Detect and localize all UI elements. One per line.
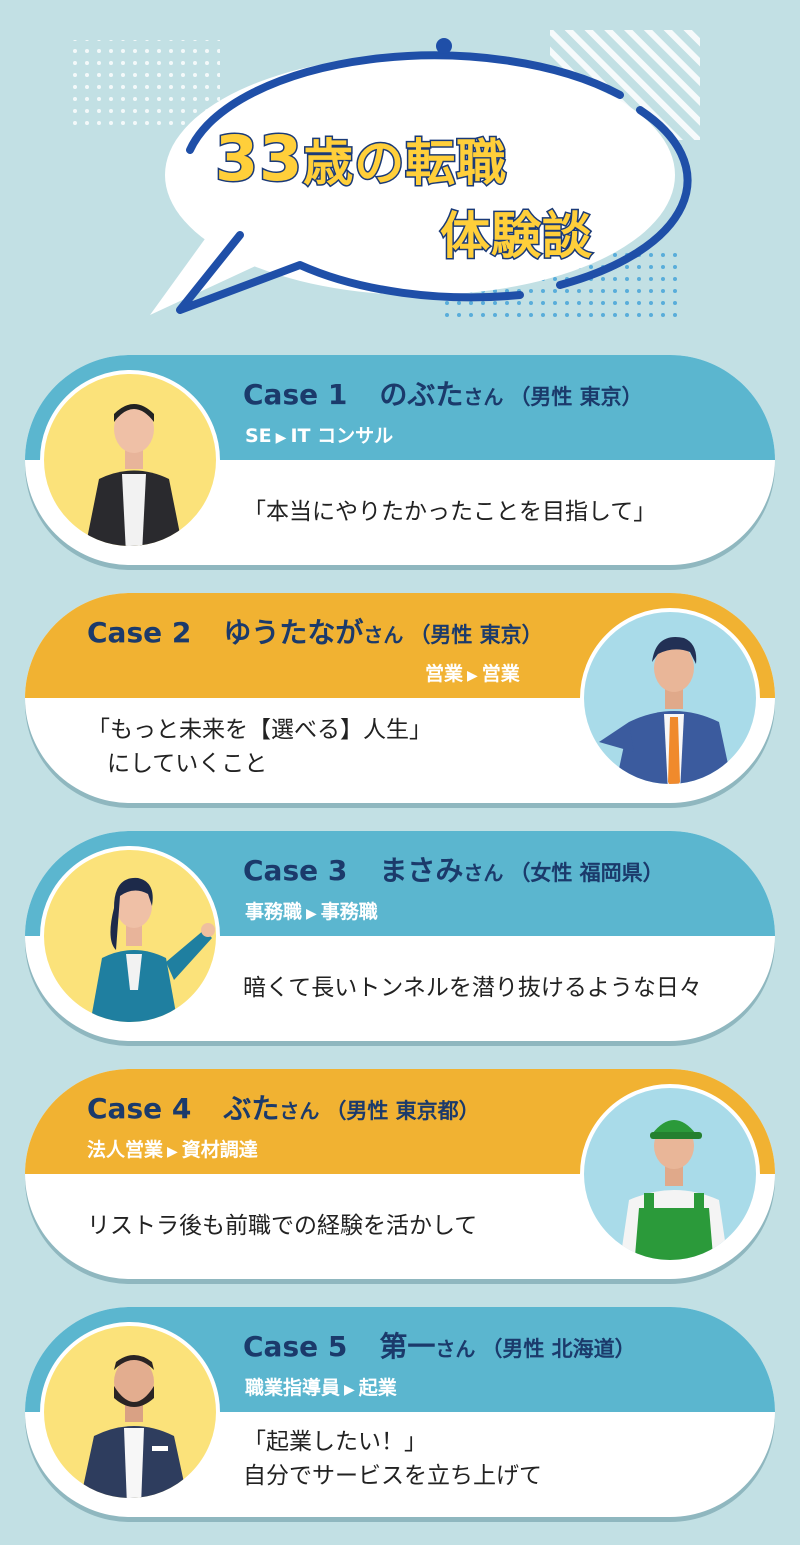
person-name: まさみ <box>379 854 464 887</box>
speech-bubble-graphic <box>70 30 700 320</box>
quote-line: にしていくこと <box>107 751 268 777</box>
case-number: Case 2 <box>87 616 192 649</box>
quote-line: リストラ後も前職での経験を活かして <box>87 1213 478 1239</box>
job-from: 職業指導員 <box>245 1377 341 1399</box>
header: 33歳の転職 体験談 <box>0 0 800 340</box>
case-card-4[interactable]: Case 4 ぶたさん（男性 東京都） 法人営業▶資材調達 リストラ後も前職での経… <box>25 1069 775 1279</box>
job-from: 営業 <box>425 663 464 685</box>
job-to: 事務職 <box>320 901 378 923</box>
honorific: さん <box>279 1099 320 1123</box>
job-change: SE▶IT コンサル <box>245 421 393 448</box>
quote-line: 「もっと未来を【選べる】人生」 <box>87 717 432 743</box>
quote-line: 「本当にやりたかったことを目指して」 <box>243 499 657 525</box>
person-meta: （男性 東京） <box>509 385 643 409</box>
job-from: 事務職 <box>245 901 303 923</box>
job-to: IT コンサル <box>290 425 394 447</box>
case-number: Case 3 <box>243 854 348 887</box>
case-header: Case 3 まさみさん（女性 福岡県） <box>243 849 664 889</box>
job-to: 起業 <box>358 1377 397 1399</box>
case-card-3[interactable]: Case 3 まさみさん（女性 福岡県） 事務職▶事務職 暗くて長いトンネルを潜り… <box>25 831 775 1041</box>
case-quote: 暗くて長いトンネルを潜り抜けるような日々 <box>243 971 702 1005</box>
case-card-1[interactable]: Case 1 のぶたさん（男性 東京） SE▶IT コンサル 「本当にやりたかった… <box>25 355 775 565</box>
job-to: 営業 <box>481 663 520 685</box>
avatar-man-bearded <box>40 1322 220 1502</box>
arrow-right-icon: ▶ <box>344 1382 355 1398</box>
case-card-2[interactable]: Case 2 ゆうたながさん（男性 東京） 営業▶営業 「もっと未来を【選べる】人… <box>25 593 775 803</box>
person-meta: （男性 東京都） <box>325 1099 480 1123</box>
job-to: 資材調達 <box>181 1139 258 1161</box>
case-header: Case 1 のぶたさん（男性 東京） <box>243 373 643 413</box>
quote-line: 自分でサービスを立ち上げて <box>243 1463 542 1489</box>
case-quote: 「本当にやりたかったことを目指して」 <box>243 495 656 529</box>
avatar-man-black-suit <box>40 370 220 550</box>
job-change: 法人営業▶資材調達 <box>87 1135 258 1162</box>
arrow-right-icon: ▶ <box>306 906 317 922</box>
arrow-right-icon: ▶ <box>167 1144 178 1160</box>
honorific: さん <box>463 385 504 409</box>
title-rest: 歳の転職 <box>302 133 508 194</box>
person-name: ぶた <box>223 1092 280 1125</box>
case-header: Case 4 ぶたさん（男性 東京都） <box>87 1087 480 1127</box>
avatar-man-green-apron <box>580 1084 760 1264</box>
case-card-5[interactable]: Case 5 第一さん（男性 北海道） 職業指導員▶起業 「起業したい！」 自分で… <box>25 1307 775 1517</box>
case-header: Case 5 第一さん（男性 北海道） <box>243 1325 636 1365</box>
person-meta: （男性 北海道） <box>481 1337 636 1361</box>
arrow-right-icon: ▶ <box>275 430 287 446</box>
case-number: Case 5 <box>243 1330 348 1363</box>
person-meta: （女性 福岡県） <box>509 861 664 885</box>
job-change: 職業指導員▶起業 <box>245 1373 397 1400</box>
job-change: 営業▶営業 <box>425 659 520 686</box>
case-number: Case 4 <box>87 1092 192 1125</box>
person-name: のぶた <box>379 378 464 411</box>
quote-line: 「起業したい！」 <box>243 1429 427 1455</box>
honorific: さん <box>435 1337 476 1361</box>
person-meta: （男性 東京） <box>409 623 543 647</box>
case-quote: リストラ後も前職での経験を活かして <box>87 1209 477 1243</box>
quote-line: 暗くて長いトンネルを潜り抜けるような日々 <box>243 975 702 1001</box>
title-number: 33 <box>213 121 304 197</box>
person-name: 第一 <box>379 1330 436 1363</box>
job-change: 事務職▶事務職 <box>245 897 378 924</box>
job-from: SE <box>245 425 272 447</box>
honorific: さん <box>363 623 404 647</box>
job-from: 法人営業 <box>87 1139 164 1161</box>
honorific: さん <box>463 861 504 885</box>
page-title-line2: 体験談 <box>439 206 594 267</box>
avatar-woman-teal-suit <box>40 846 220 1026</box>
case-quote: 「もっと未来を【選べる】人生」 にしていくこと <box>87 713 432 781</box>
case-number: Case 1 <box>243 378 348 411</box>
case-header: Case 2 ゆうたながさん（男性 東京） <box>87 611 543 651</box>
page-title-line1: 33歳の転職 <box>213 121 508 197</box>
avatar-man-blue-suit <box>580 608 760 788</box>
person-name: ゆうたなが <box>223 616 364 649</box>
case-quote: 「起業したい！」 自分でサービスを立ち上げて <box>243 1425 542 1493</box>
arrow-right-icon: ▶ <box>467 668 478 684</box>
